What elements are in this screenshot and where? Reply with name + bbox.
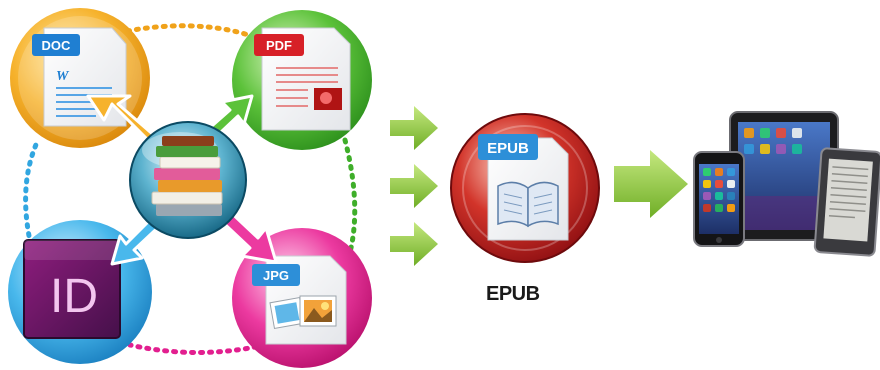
book-stack-icon [151, 136, 223, 216]
word-glyph: W [56, 69, 70, 84]
phone-device [693, 151, 745, 247]
jpg-label: JPG [263, 268, 289, 283]
pdf-label: PDF [266, 38, 292, 53]
epub-output-circle: EPUB [450, 113, 600, 263]
right-arrow-icon [390, 222, 438, 266]
doc-label: DOC [42, 38, 72, 53]
indesign-label: ID [50, 270, 98, 323]
pdf-format-circle: PDF [232, 10, 372, 150]
tablet-device [729, 111, 839, 241]
doc-format-circle: DOC W [10, 8, 150, 148]
tablet-phone-ereader-icon [693, 111, 880, 257]
epub-caption: EPUB [486, 283, 540, 305]
right-arrow-icon [390, 164, 438, 208]
ereader-device [813, 147, 880, 257]
right-arrow-icon [614, 150, 688, 218]
jpg-format-circle: JPG [232, 228, 372, 368]
open-book-icon [497, 181, 559, 228]
epub-badge-label: EPUB [487, 140, 529, 157]
format-to-epub-arrows [390, 106, 438, 266]
right-arrow-icon [390, 106, 438, 150]
epub-to-devices-arrow [614, 150, 688, 218]
book-stack-hub [129, 121, 247, 239]
